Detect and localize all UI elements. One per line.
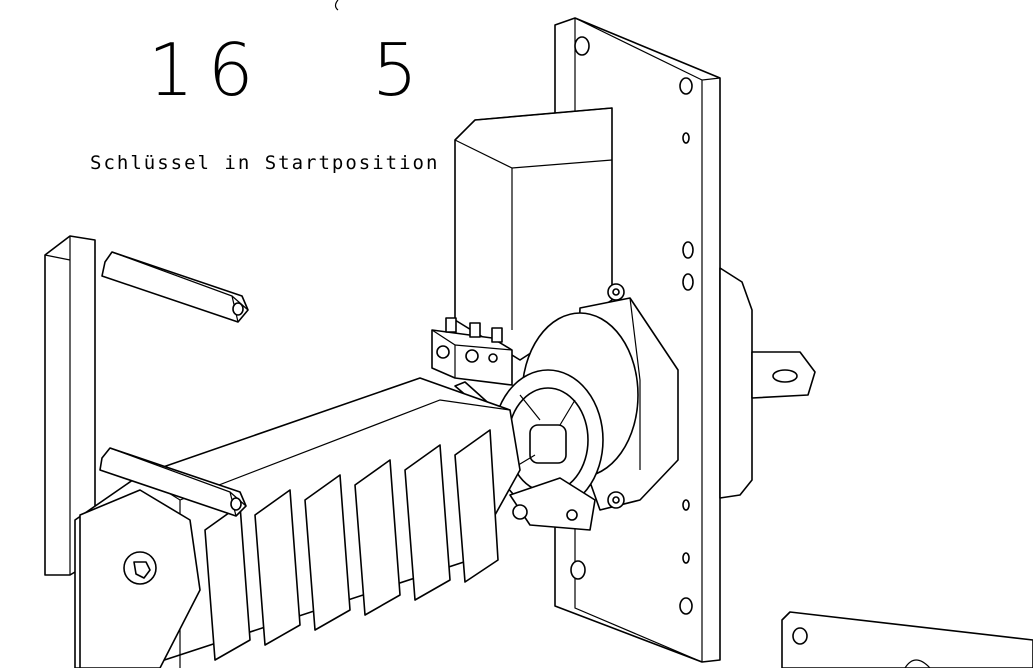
clamp-screw (509, 477, 596, 531)
caption-key-start-position: Schlüssel in Startposition (90, 152, 440, 174)
label-number-16: 16 (148, 28, 268, 112)
cooling-ribs (204, 429, 499, 661)
ribbed-body (74, 377, 521, 669)
second-plate-corner (781, 611, 1033, 669)
cutoff-mark (334, 0, 339, 11)
label-number-5: 5 (372, 28, 418, 112)
spacer-rod-lower (99, 447, 247, 517)
rear-housing (719, 267, 816, 499)
spacer-rod-upper (101, 251, 249, 323)
motor-block (454, 107, 613, 361)
lock-cylinder (492, 312, 639, 511)
